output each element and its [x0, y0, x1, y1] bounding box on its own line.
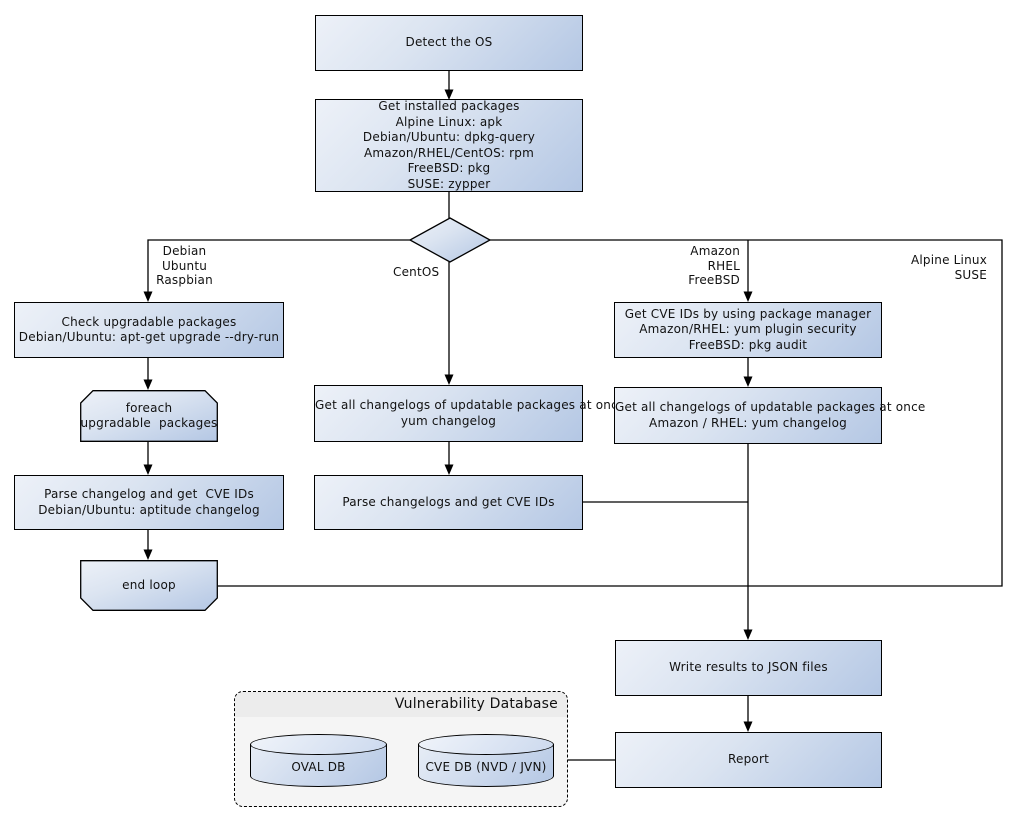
node-report-label: Report [728, 752, 769, 767]
node-parse-changelog-deb: Parse changelog and get CVE IDs Debian/U… [14, 475, 284, 530]
branch-label-debian: Debian Ubuntu Raspbian [156, 244, 213, 288]
node-write-results: Write results to JSON files [615, 640, 882, 696]
node-get-installed-packages: Get installed packages Alpine Linux: apk… [315, 99, 583, 192]
vulnerability-database-title: Vulnerability Database [394, 696, 558, 712]
oval-db-cylinder: OVAL DB [250, 734, 387, 787]
node-get-installed-packages-label: Get installed packages Alpine Linux: apk… [362, 99, 536, 191]
node-get-changelogs-yum: Get all changelogs of updatable packages… [314, 385, 626, 442]
arrowheads [143, 89, 753, 732]
branch-label-amazon: Amazon RHEL FreeBSD [688, 244, 740, 288]
vulnerability-database-container: Vulnerability Database OVAL DB CVE DB (N… [234, 691, 568, 807]
cve-db-cylinder: CVE DB (NVD / JVN) [418, 734, 554, 787]
node-write-results-label: Write results to JSON files [669, 660, 828, 675]
node-check-upgradable-packages-label: Check upgradable packages Debian/Ubuntu:… [18, 314, 280, 345]
cve-db-label: CVE DB (NVD / JVN) [425, 760, 547, 774]
loop-limit-shape [80, 390, 218, 442]
node-parse-changelog-deb-label: Parse changelog and get CVE IDs Debian/U… [38, 487, 260, 517]
node-parse-changelogs-yum: Parse changelogs and get CVE IDs [314, 475, 583, 530]
oval-db-cylinder-top [250, 734, 387, 755]
vulnerability-database-header [235, 692, 567, 717]
node-foreach-loop-label: foreach upgradable packages [80, 400, 218, 431]
node-check-upgradable-packages: Check upgradable packages Debian/Ubuntu:… [14, 302, 284, 358]
node-end-loop-label: end loop [122, 577, 176, 592]
node-foreach-loop: foreach upgradable packages [80, 390, 218, 442]
os-decision-diamond [408, 217, 492, 263]
node-get-cve-ids-pkg-mgr: Get CVE IDs by using package manager Ama… [614, 302, 882, 358]
cve-db-cylinder-top [418, 734, 554, 755]
loop-end-shape [80, 560, 218, 611]
node-get-changelogs-amazon: Get all changelogs of updatable packages… [614, 387, 926, 444]
oval-db-label: OVAL DB [291, 760, 346, 774]
node-get-cve-ids-pkg-mgr-label: Get CVE IDs by using package manager Ama… [624, 306, 872, 352]
node-get-changelogs-amazon-label: Get all changelogs of updatable packages… [615, 400, 926, 430]
branch-label-alpine: Alpine Linux SUSE [910, 253, 987, 282]
node-report: Report [615, 732, 882, 788]
node-parse-changelogs-yum-label: Parse changelogs and get CVE IDs [342, 494, 555, 509]
branch-label-centos: CentOS [393, 265, 440, 279]
node-detect-os: Detect the OS [315, 15, 583, 71]
node-get-changelogs-yum-label: Get all changelogs of updatable packages… [315, 398, 626, 428]
node-detect-os-label: Detect the OS [405, 35, 493, 50]
node-end-loop: end loop [80, 560, 218, 611]
